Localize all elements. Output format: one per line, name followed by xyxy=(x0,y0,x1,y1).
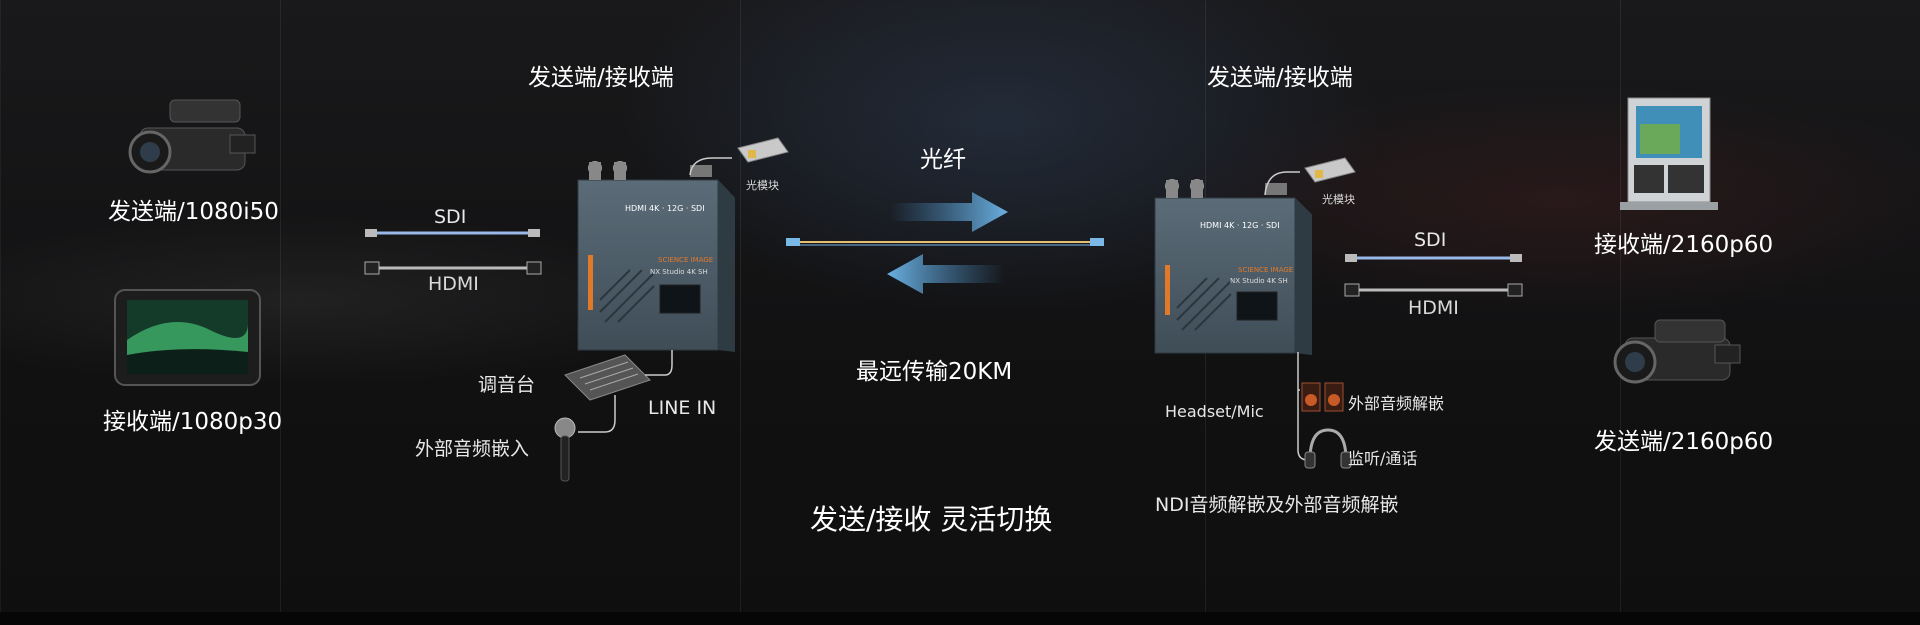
sdi-cable xyxy=(1345,254,1522,262)
label-headset-mic: Headset/Mic xyxy=(1165,402,1264,421)
converter-device-right xyxy=(1154,179,1312,355)
bg-panel xyxy=(0,0,281,612)
label-external-audio-deembed: 外部音频解嵌 xyxy=(1348,394,1445,413)
label-mixer: 调音台 xyxy=(478,374,536,396)
converter-device-left xyxy=(577,161,735,352)
camera-icon xyxy=(128,99,256,174)
arrow-right-icon xyxy=(890,192,1008,232)
label-external-audio-in: 外部音频嵌入 xyxy=(415,438,530,460)
label-receiver-2160p60: 接收端/2160p60 xyxy=(1594,232,1774,258)
device-brand-left: SCIENCE IMAGE xyxy=(658,256,713,264)
monitor-icon xyxy=(114,289,261,386)
label-sender-1080i50: 发送端/1080i50 xyxy=(108,199,279,225)
arrow-left-icon xyxy=(887,254,1005,294)
broadcast-monitor-icon xyxy=(1620,97,1718,210)
headset-icon xyxy=(1304,428,1352,469)
label-fiber: 光纤 xyxy=(920,147,966,173)
camera-icon xyxy=(1613,319,1741,384)
label-max-distance: 最远传输20KM xyxy=(856,359,1013,385)
sdi-cable xyxy=(365,229,540,237)
fiber-cable xyxy=(786,238,1104,246)
label-sender-receiver-left: 发送端/接收端 xyxy=(528,65,674,91)
device-model2-left: NX Studio 4K SH xyxy=(650,268,708,276)
bg-panel xyxy=(740,0,1206,612)
label-optical-module-right: 光模块 xyxy=(1322,193,1355,206)
label-line-in: LINE IN xyxy=(648,397,717,419)
label-hdmi-left: HDMI xyxy=(428,273,479,295)
footer-bar xyxy=(0,612,1920,625)
device-model-left: HDMI 4K · 12G · SDI xyxy=(625,204,705,213)
label-switch: 发送/接收 灵活切换 xyxy=(810,503,1053,536)
label-sender-receiver-right: 发送端/接收端 xyxy=(1207,65,1353,91)
label-sender-2160p60: 发送端/2160p60 xyxy=(1594,429,1774,455)
label-monitor-talkback: 监听/通话 xyxy=(1348,449,1418,468)
label-hdmi-right: HDMI xyxy=(1408,297,1459,319)
label-ndi-audio-deembed: NDI音频解嵌及外部音频解嵌 xyxy=(1155,494,1399,516)
hdmi-cable xyxy=(1344,283,1523,297)
optical-module-icon xyxy=(1264,157,1356,196)
mixer-icon xyxy=(564,350,673,401)
device-model2-right: NX Studio 4K SH xyxy=(1230,277,1288,285)
device-model-right: HDMI 4K · 12G · SDI xyxy=(1200,221,1280,230)
label-receiver-1080p30: 接收端/1080p30 xyxy=(103,409,283,435)
bg-panel xyxy=(280,0,741,612)
hdmi-cable xyxy=(364,261,542,275)
label-sdi-left: SDI xyxy=(434,206,467,228)
label-sdi-right: SDI xyxy=(1414,229,1447,251)
device-brand-right: SCIENCE IMAGE xyxy=(1238,266,1293,274)
speaker-icon xyxy=(1301,382,1344,412)
bg-panel xyxy=(1620,0,1920,612)
label-optical-module-left: 光模块 xyxy=(746,179,779,192)
microphone-icon xyxy=(554,395,616,482)
optical-module-icon xyxy=(689,137,789,176)
